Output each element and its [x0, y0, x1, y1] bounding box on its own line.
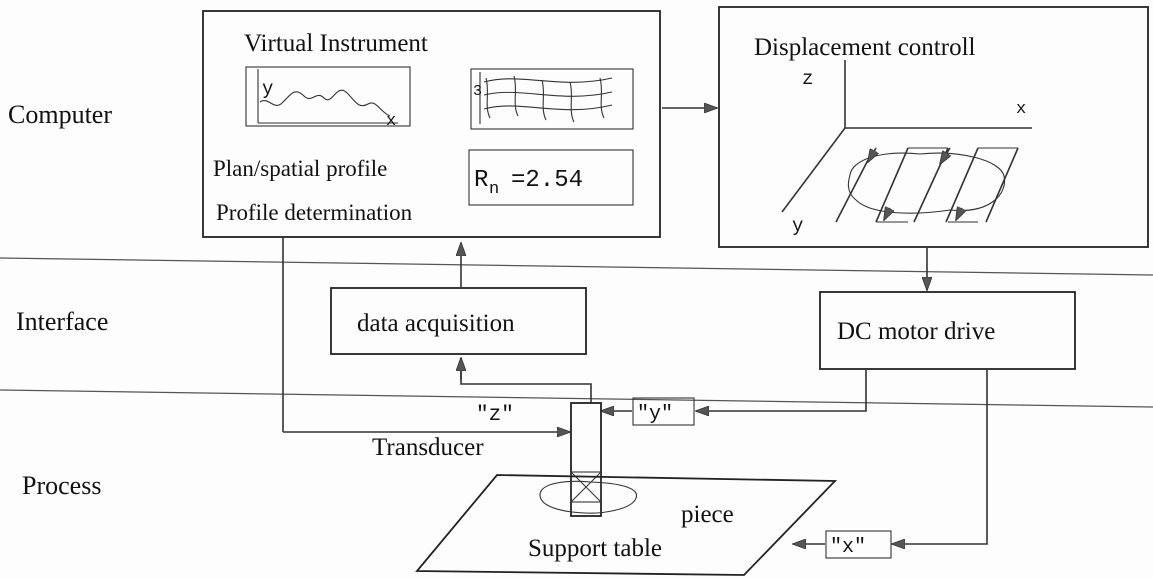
motor-to-x-line: [895, 370, 988, 545]
readout-value: =2.54: [511, 167, 583, 194]
separator-interface-process: [0, 389, 1153, 408]
layer-label-computer: Computer: [8, 100, 112, 129]
axis-z-label: z: [802, 68, 813, 90]
plot-x-label: x: [386, 112, 396, 131]
support-table: [415, 474, 838, 576]
displacement-control-title: Displacement controll: [754, 34, 976, 61]
y-axis: [781, 127, 846, 213]
y-signal-label: "y": [637, 403, 673, 426]
dc-motor-drive-box: DC motor drive: [819, 291, 1076, 370]
y-signal-box: "y": [632, 397, 695, 426]
scan-path: [835, 147, 1019, 223]
data-acquisition-label: data acquisition: [357, 310, 515, 337]
dc-motor-drive-label: DC motor drive: [837, 318, 995, 345]
displacement-control-box: Displacement controll z x y: [718, 6, 1149, 248]
support-table-label: Support table: [528, 535, 662, 562]
axis-y-label: y: [792, 215, 803, 237]
transducer-probe: [570, 402, 602, 517]
layer-label-interface: Interface: [16, 307, 108, 336]
z-signal-label: "z": [476, 404, 514, 427]
piece-label: piece: [681, 501, 734, 528]
roughness-readout: R n =2.54: [468, 149, 634, 206]
transducer-label: Transducer: [372, 434, 484, 461]
x-signal-label: "x": [830, 536, 866, 559]
surface-z-label: 3: [473, 83, 482, 100]
plan-spatial-profile-label: Plan/spatial profile: [213, 156, 387, 181]
axis-x-label: x: [1016, 100, 1026, 119]
profile-determination-label: Profile determination: [216, 200, 413, 225]
virtual-instrument-box: Virtual Instrument y x 3 Plan/spatial pr…: [202, 10, 661, 238]
motor-to-y-line: [700, 370, 867, 412]
plot-y-label: y: [262, 78, 273, 100]
x-signal-box: "x": [825, 530, 892, 559]
workpiece: [539, 480, 637, 514]
data-acquisition-box: data acquisition: [330, 287, 587, 355]
surface-plot-thumbnail: 3: [470, 68, 634, 130]
profile-plot-thumbnail: y x: [245, 66, 411, 131]
virtual-instrument-title: Virtual Instrument: [244, 30, 428, 57]
workpiece-outline: [847, 152, 1006, 214]
separator-computer-interface: [0, 257, 1153, 276]
layer-label-process: Process: [22, 471, 101, 500]
readout-subscript: n: [489, 180, 499, 199]
readout-symbol: R: [474, 167, 488, 194]
